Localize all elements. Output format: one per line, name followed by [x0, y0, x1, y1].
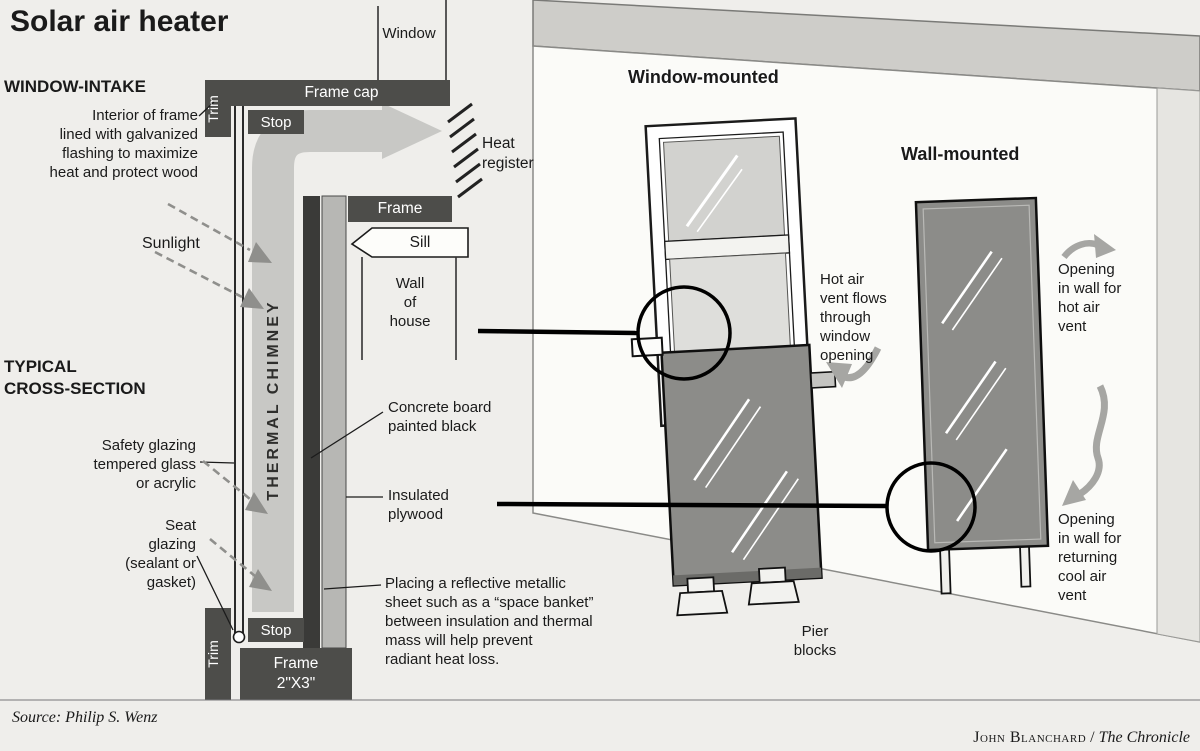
insulated-plywood-note: Insulated plywood — [388, 487, 449, 524]
thermal-chimney-label: THERMAL CHIMNEY — [265, 299, 282, 501]
concrete-board-bar — [303, 196, 320, 648]
sill-label: Sill — [409, 234, 431, 251]
sunlight-arrows — [154, 202, 256, 578]
stop-bottom-bar — [248, 618, 304, 642]
frame-cap-label: Frame cap — [304, 84, 379, 101]
wall-of-house-label: Wall of house — [389, 275, 431, 331]
air-flow-arrows — [826, 234, 1116, 506]
collector-panel — [914, 196, 1050, 552]
frame-label: Frame — [377, 200, 423, 217]
sunlight-arrowheads — [240, 242, 272, 591]
panel-leg — [939, 548, 952, 595]
pier-blocks — [676, 566, 800, 617]
detail-connector-window — [477, 328, 639, 336]
leader-lines — [196, 101, 384, 631]
detail-circle-window — [636, 285, 732, 381]
upper-glass — [662, 135, 786, 242]
concrete-board-note: Concrete board painted black — [388, 399, 492, 436]
trim-top-label: Trim — [205, 95, 221, 123]
reflective-note: Placing a reflective metallic sheet such… — [385, 575, 594, 669]
window-label: Window — [382, 25, 436, 42]
wall-mounted-heading: Wall-mounted — [901, 144, 1020, 164]
stop-top-bar — [248, 110, 304, 134]
stop-bottom-label: Stop — [260, 622, 292, 639]
heat-register-hatch — [447, 102, 483, 199]
cool-air-return-arrow — [1077, 384, 1108, 497]
opening-hot-note: Opening in wall for hot air vent — [1058, 261, 1122, 336]
collector-panel — [660, 343, 823, 587]
wall-mounted-unit — [914, 196, 1050, 595]
trim-bottom-bar — [205, 608, 231, 700]
window-mounted-unit — [630, 117, 837, 617]
cross-section-art — [154, 0, 483, 700]
seat-glazing-note: Seat glazing (sealant or gasket) — [125, 517, 196, 592]
seat-glazing-dot — [232, 630, 246, 644]
window-mounted-heading: Window-mounted — [628, 67, 779, 87]
pier-blocks-label: Pier blocks — [793, 623, 837, 660]
insulated-plywood-bar — [321, 195, 347, 649]
heat-register-label: Heat register — [482, 135, 534, 172]
sill-shape — [350, 227, 469, 258]
trim-top-bar — [205, 80, 231, 137]
page-title: Solar air heater — [10, 5, 229, 38]
trim-bottom-label: Trim — [205, 640, 221, 668]
heading-cross-section: TYPICAL CROSS-SECTION — [4, 357, 146, 398]
opening-cool-note: Opening in wall for returning cool air v… — [1058, 511, 1122, 605]
heading-window-intake: WINDOW-INTAKE — [4, 77, 146, 96]
flashing-note: Interior of frame lined with galvanized … — [49, 107, 198, 182]
wall-corner — [1156, 87, 1200, 643]
hot-air-note: Hot air vent flows through window openin… — [820, 271, 887, 365]
eave-band — [532, 0, 1200, 92]
credit-name: John Blanchard — [973, 729, 1087, 747]
detail-circle-wall — [885, 461, 977, 553]
credit-publication: The Chronicle — [1098, 729, 1190, 747]
detail-connector-wall — [496, 501, 888, 509]
frame-2x3-bar — [240, 648, 352, 700]
footer-credit: John Blanchard / The Chronicle — [973, 708, 1190, 749]
safety-glazing-note: Safety glazing tempered glass or acrylic — [93, 437, 196, 493]
window-sill-vent — [630, 336, 664, 358]
credit-separator: / — [1086, 729, 1099, 747]
footer-source: Source: Philip S. Wenz — [12, 709, 158, 726]
frame-2x3-label: Frame 2"X3" — [273, 655, 319, 692]
stop-top-label: Stop — [260, 114, 292, 131]
panel-leg — [1019, 545, 1032, 588]
hot-air-vent-arm — [809, 370, 837, 389]
sunlight-label: Sunlight — [142, 235, 200, 252]
thermal-chimney-arrow — [252, 110, 382, 612]
frame-bar — [348, 196, 452, 222]
frame-cap-bar — [205, 80, 450, 106]
